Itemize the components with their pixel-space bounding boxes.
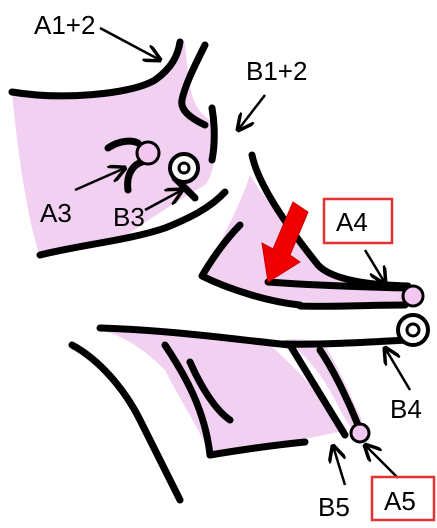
- b3-bronchus-ring: [170, 154, 198, 182]
- label-a3: A3: [40, 198, 72, 228]
- a4-vessel-end: [403, 286, 423, 306]
- label-b12: B1+2: [246, 56, 307, 86]
- a4-branch-lower-outline: [300, 305, 405, 306]
- a5-vessel-end: [351, 424, 369, 442]
- label-a12: A1+2: [34, 10, 95, 40]
- label-a5: A5: [384, 486, 416, 516]
- b5-pointer-arrow: [333, 446, 345, 485]
- a5-pointer-arrow: [365, 445, 398, 478]
- label-b3: B3: [113, 202, 145, 232]
- label-a4: A4: [336, 207, 368, 237]
- b4-pointer-arrow: [385, 348, 410, 390]
- a3-vessel-end: [137, 142, 159, 164]
- b12-branch-outline: [212, 108, 214, 160]
- b12-pointer-arrow: [238, 95, 265, 130]
- label-b5: B5: [318, 492, 350, 522]
- b4-bronchus-ring: [398, 315, 428, 345]
- a4-pointer-arrow: [365, 250, 385, 283]
- label-b4: B4: [390, 394, 422, 424]
- a12-pointer-arrow: [100, 28, 160, 60]
